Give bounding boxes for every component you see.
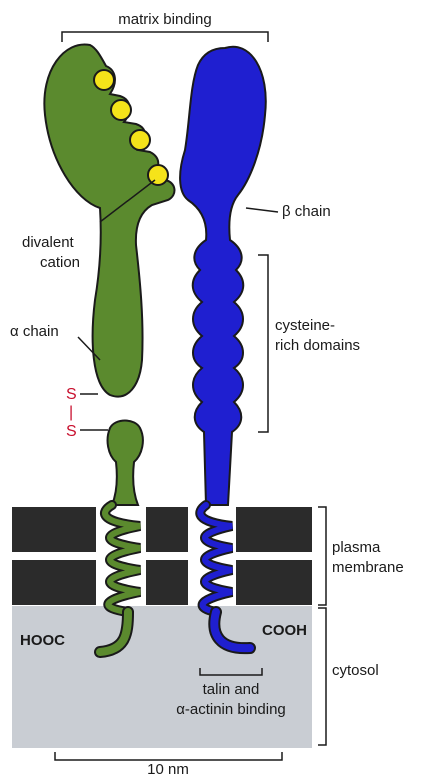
alpha-chain-label: α chain: [10, 323, 59, 340]
divalent-label-line1: divalent: [22, 234, 75, 251]
membrane-block: [12, 507, 96, 552]
divalent-label-line2: cation: [40, 254, 80, 271]
alpha-chain-head: [44, 44, 174, 396]
alpha-chain-lower: [108, 421, 143, 506]
cation-sphere: [148, 165, 168, 185]
beta-chain: [180, 47, 266, 648]
disulfide-s-bottom: S: [66, 423, 77, 440]
disulfide-bond: |: [69, 404, 73, 421]
cytosol-bracket: [318, 608, 326, 745]
cysteine-bracket: [258, 255, 268, 432]
disulfide-s-top: S: [66, 386, 77, 403]
plasma-membrane-label-line2: membrane: [332, 559, 404, 576]
cooh-label: COOH: [262, 622, 307, 639]
scale-label: 10 nm: [147, 761, 189, 776]
scale-bar: [55, 752, 282, 760]
beta-chain-body: [180, 47, 266, 505]
membrane-block: [146, 560, 188, 605]
membrane-bracket: [318, 507, 326, 605]
membrane-block: [236, 560, 312, 605]
cytosol-label: cytosol: [332, 662, 379, 679]
matrix-binding-label: matrix binding: [118, 11, 211, 28]
membrane-block: [236, 507, 312, 552]
cation-sphere: [130, 130, 150, 150]
membrane-block: [146, 507, 188, 552]
beta-chain-label: β chain: [282, 203, 331, 220]
cation-sphere: [111, 100, 131, 120]
beta-leader-line: [246, 208, 278, 212]
cysteine-label-line2: rich domains: [275, 337, 360, 354]
talin-label-line1: talin and: [203, 681, 260, 698]
plasma-membrane: [12, 507, 312, 605]
plasma-membrane-label-line1: plasma: [332, 539, 381, 556]
cation-sphere: [94, 70, 114, 90]
matrix-binding-bracket: [62, 32, 268, 42]
cysteine-label-line1: cysteine-: [275, 317, 335, 334]
membrane-block: [12, 560, 96, 605]
talin-label-line2: α-actinin binding: [176, 701, 286, 718]
hooc-label: HOOC: [20, 632, 65, 649]
